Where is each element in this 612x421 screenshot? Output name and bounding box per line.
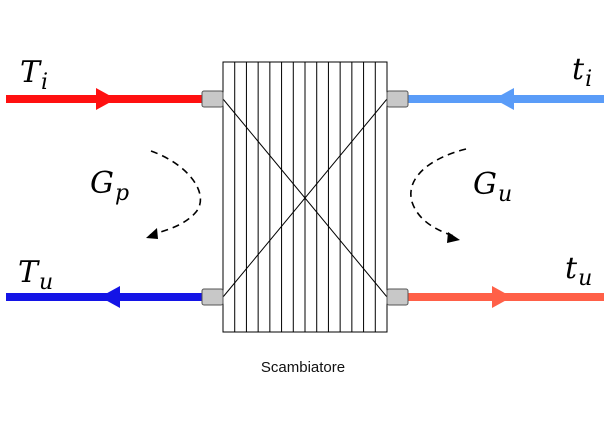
fitting-cold-outlet xyxy=(386,288,409,306)
label-hot-outlet: Tu xyxy=(18,255,53,295)
exchanger-plates xyxy=(234,62,376,332)
fitting-cold-inlet xyxy=(386,90,409,108)
arrowhead-icon xyxy=(447,232,460,243)
label-hot-inlet: Ti xyxy=(20,55,48,95)
circulation-curve-primary xyxy=(149,150,202,236)
arrow-left-icon xyxy=(494,88,514,110)
fitting-hot-outlet xyxy=(201,288,224,306)
exchanger-body xyxy=(222,61,388,333)
pipe-fittings xyxy=(201,90,409,306)
arrow-right-icon xyxy=(492,286,512,308)
label-cold-inlet: ti xyxy=(572,52,592,92)
label-flow-primary: Gp xyxy=(90,166,129,206)
internal-flow-line xyxy=(222,98,388,298)
label-cold-outlet: tu xyxy=(565,251,592,291)
circulation-curve-user xyxy=(410,148,467,237)
fitting-hot-inlet xyxy=(201,90,224,108)
arrow-right-icon xyxy=(96,88,116,110)
label-flow-user: Gu xyxy=(473,167,512,207)
arrow-left-icon xyxy=(100,286,120,308)
arrowhead-icon xyxy=(146,228,158,239)
exchanger-caption: Scambiatore xyxy=(261,359,345,376)
